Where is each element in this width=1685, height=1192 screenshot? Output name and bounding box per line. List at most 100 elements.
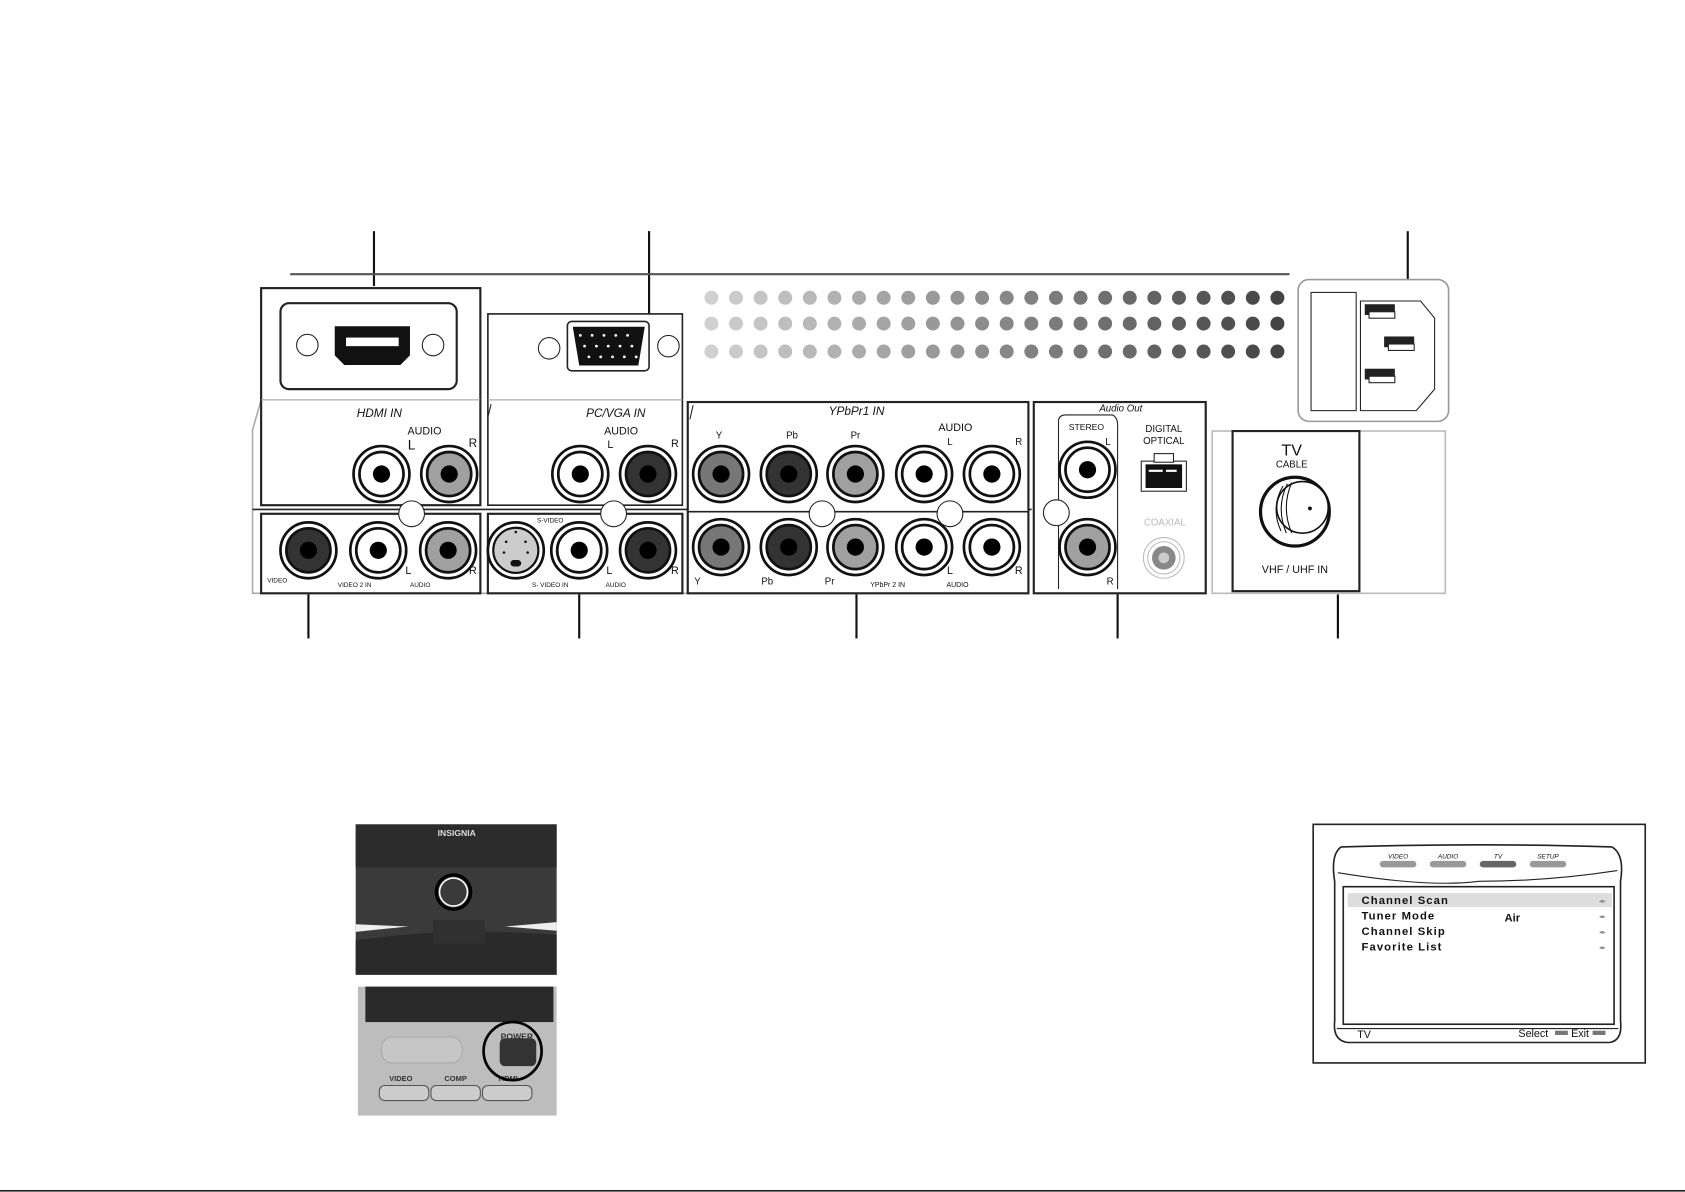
vent-hole — [1270, 316, 1285, 331]
audio-out-label: Audio Out — [1098, 404, 1143, 415]
vent-hole — [1196, 316, 1211, 331]
osd-item-label: Favorite List — [1362, 942, 1443, 954]
tv-label: TV — [1281, 442, 1302, 460]
osd-footer-exit: Exit — [1571, 1028, 1589, 1040]
left-right-arrow-icon: ◂▸ — [1599, 913, 1605, 920]
rca-jack — [759, 444, 819, 504]
vga-pin — [611, 355, 614, 359]
vga-pin — [622, 355, 626, 359]
tv-front-photo: INSIGNIA — [355, 824, 557, 975]
vent-hole — [999, 316, 1014, 331]
vent-hole — [950, 316, 965, 331]
vga-pin — [595, 344, 598, 348]
vent-hole — [802, 290, 817, 305]
video-button-label: VIDEO — [389, 1074, 413, 1083]
vga-pin — [590, 334, 594, 337]
rca-jack — [894, 517, 954, 577]
vga-pin — [626, 334, 629, 337]
power-label: POWER — [501, 1031, 534, 1041]
optical-label: OPTICAL — [1143, 436, 1185, 447]
osd-tab-setup[interactable] — [1529, 860, 1567, 868]
vent-hole — [778, 344, 793, 359]
vent-hole — [1073, 344, 1088, 359]
osd-footer-tv: TV — [1357, 1029, 1372, 1041]
audio-label: AUDIO — [410, 582, 430, 589]
vent-hole — [729, 290, 743, 305]
vent-hole — [802, 344, 817, 359]
vent-hole — [1196, 290, 1211, 305]
rca-jack — [352, 444, 411, 504]
vent-hole — [827, 344, 842, 359]
left-right-arrow-icon: ◂▸ — [1599, 898, 1605, 905]
vent-hole — [1221, 316, 1236, 331]
ypbpr2-in-label: YPbPr 2 IN — [870, 582, 905, 589]
vent-hole — [975, 290, 990, 305]
vhf-uhf-in-label: VHF / UHF IN — [1262, 564, 1328, 576]
rca-jack — [618, 521, 678, 580]
coaxial-jack — [1142, 536, 1185, 579]
rca-jack — [348, 521, 408, 580]
vent-hole — [876, 290, 891, 305]
rca-jack — [894, 444, 954, 504]
rca-jack — [962, 444, 1022, 504]
r-label: R — [1015, 565, 1023, 577]
osd-footer-select: Select — [1518, 1028, 1548, 1040]
l-label: L — [405, 565, 411, 577]
r-label: R — [1015, 437, 1022, 448]
vent-hole — [1171, 290, 1186, 305]
rca-jack — [691, 517, 751, 577]
osd-tab-video[interactable] — [1379, 860, 1417, 868]
vent-hole — [1221, 344, 1236, 359]
osd-menu-item[interactable]: Channel Skip◂▸ — [1362, 926, 1606, 938]
rca-jack — [962, 517, 1022, 577]
vent-hole — [975, 316, 990, 331]
vent-hole — [876, 344, 891, 359]
osd-tab-tv[interactable] — [1479, 860, 1517, 868]
vent-hole — [852, 316, 867, 331]
vent-hole — [704, 290, 719, 305]
vent-hole — [925, 344, 940, 359]
pr-label: Pr — [851, 431, 861, 442]
r-label: R — [1107, 577, 1114, 588]
vga-pin — [634, 355, 638, 359]
l-label: L — [947, 565, 953, 577]
stereo-label: STEREO — [1069, 422, 1105, 432]
vga-pin — [614, 334, 618, 337]
vent-hole — [925, 290, 940, 305]
vent-hole — [729, 344, 743, 359]
vent-hole — [753, 344, 768, 359]
vent-hole — [1073, 290, 1088, 305]
vent-hole — [1048, 344, 1063, 359]
vent-hole — [1147, 344, 1162, 359]
vent-hole — [1048, 316, 1063, 331]
vent-hole — [1122, 316, 1137, 331]
vent-hole — [901, 344, 916, 359]
svideo-label: S-VIDEO — [537, 517, 563, 524]
digital-label: DIGITAL — [1145, 424, 1182, 435]
osd-tab-audio[interactable] — [1429, 860, 1467, 868]
rca-jack — [826, 444, 885, 504]
vent-hole — [802, 316, 817, 331]
vent-hole — [1245, 344, 1260, 359]
vent-hole — [704, 344, 719, 359]
vent-hole — [1122, 290, 1137, 305]
power-socket — [1297, 278, 1450, 423]
vent-hole — [729, 316, 743, 331]
vent-hole — [950, 290, 965, 305]
video2-in-label: VIDEO 2 IN — [338, 582, 372, 589]
r-label: R — [671, 565, 679, 577]
osd-menu-item[interactable]: Channel Scan◂▸ — [1347, 893, 1612, 908]
rca-jack — [826, 517, 885, 577]
osd-item-label: Tuner Mode — [1362, 910, 1436, 922]
rca-jack — [759, 517, 819, 577]
vga-pin — [578, 334, 582, 337]
rca-jack — [1058, 440, 1117, 500]
osd-menu-item[interactable]: Favorite List◂▸ — [1362, 942, 1606, 954]
rca-jack — [551, 444, 610, 504]
vent-hole — [1098, 344, 1113, 359]
audio-label: AUDIO — [938, 422, 972, 434]
vent-hole — [999, 344, 1014, 359]
rca-jacks — [279, 440, 1117, 580]
